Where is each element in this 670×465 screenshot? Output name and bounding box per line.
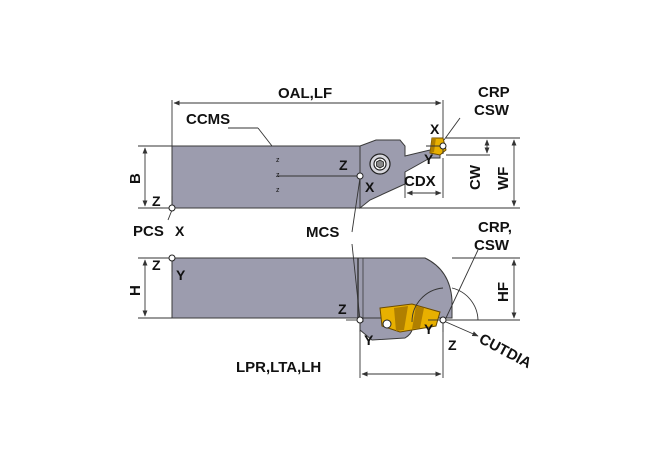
label-csw-bottom: CSW bbox=[474, 237, 510, 254]
top-view: z z z bbox=[171, 137, 447, 210]
label-cutdia: CUTDIA bbox=[476, 331, 534, 373]
label-crp-bottom: CRP, bbox=[478, 219, 512, 236]
shank-mark-2: z bbox=[276, 172, 280, 179]
axis-y-crp-top: Y bbox=[424, 151, 434, 167]
axis-x-pcs-top: X bbox=[175, 223, 185, 239]
axis-y-pcs-bottom: Y bbox=[176, 267, 186, 283]
dimension-lines bbox=[138, 100, 520, 378]
label-mcs: MCS bbox=[306, 224, 339, 241]
clamp-screw-icon bbox=[369, 153, 391, 175]
top-shank-body bbox=[171, 145, 361, 209]
label-b: B bbox=[127, 173, 144, 184]
reference-point-icon bbox=[168, 142, 447, 324]
label-cw: CW bbox=[467, 164, 484, 190]
label-csw-top: CSW bbox=[474, 102, 510, 119]
axis-y-crp-bottom: Y bbox=[424, 321, 434, 337]
label-h: H bbox=[127, 285, 144, 296]
label-ccms: CCMS bbox=[186, 111, 230, 128]
label-cdx: CDX bbox=[404, 173, 436, 190]
axis-z-pcs-bottom: Z bbox=[152, 257, 161, 273]
label-oal-lf: OAL,LF bbox=[278, 85, 332, 102]
bottom-insert-hole bbox=[382, 319, 392, 329]
label-crp-top: CRP bbox=[478, 84, 510, 101]
top-insert-shadow bbox=[430, 138, 436, 153]
axis-z-crp-bottom: Z bbox=[448, 337, 457, 353]
label-lpr-lta-lh: LPR,LTA,LH bbox=[236, 359, 321, 376]
axis-x-mcs-top: X bbox=[365, 179, 375, 195]
bottom-insert-shadow-2 bbox=[412, 306, 424, 329]
shank-mark-3: z bbox=[276, 187, 280, 194]
bottom-view bbox=[171, 257, 453, 341]
label-pcs: PCS bbox=[133, 223, 164, 240]
label-hf: HF bbox=[495, 282, 512, 302]
axis-z-mcs-bottom: Z bbox=[338, 301, 347, 317]
label-wf: WF bbox=[495, 167, 512, 190]
axis-y-mcs-bottom: Y bbox=[364, 332, 374, 348]
bottom-insert-shadow bbox=[394, 306, 408, 331]
shank-mark-1: z bbox=[276, 157, 280, 164]
axis-z-pcs-top: Z bbox=[152, 193, 161, 209]
bottom-shank-body bbox=[171, 257, 453, 319]
axis-x-crp-top: X bbox=[430, 121, 440, 137]
axis-z-mcs-top: Z bbox=[339, 157, 348, 173]
